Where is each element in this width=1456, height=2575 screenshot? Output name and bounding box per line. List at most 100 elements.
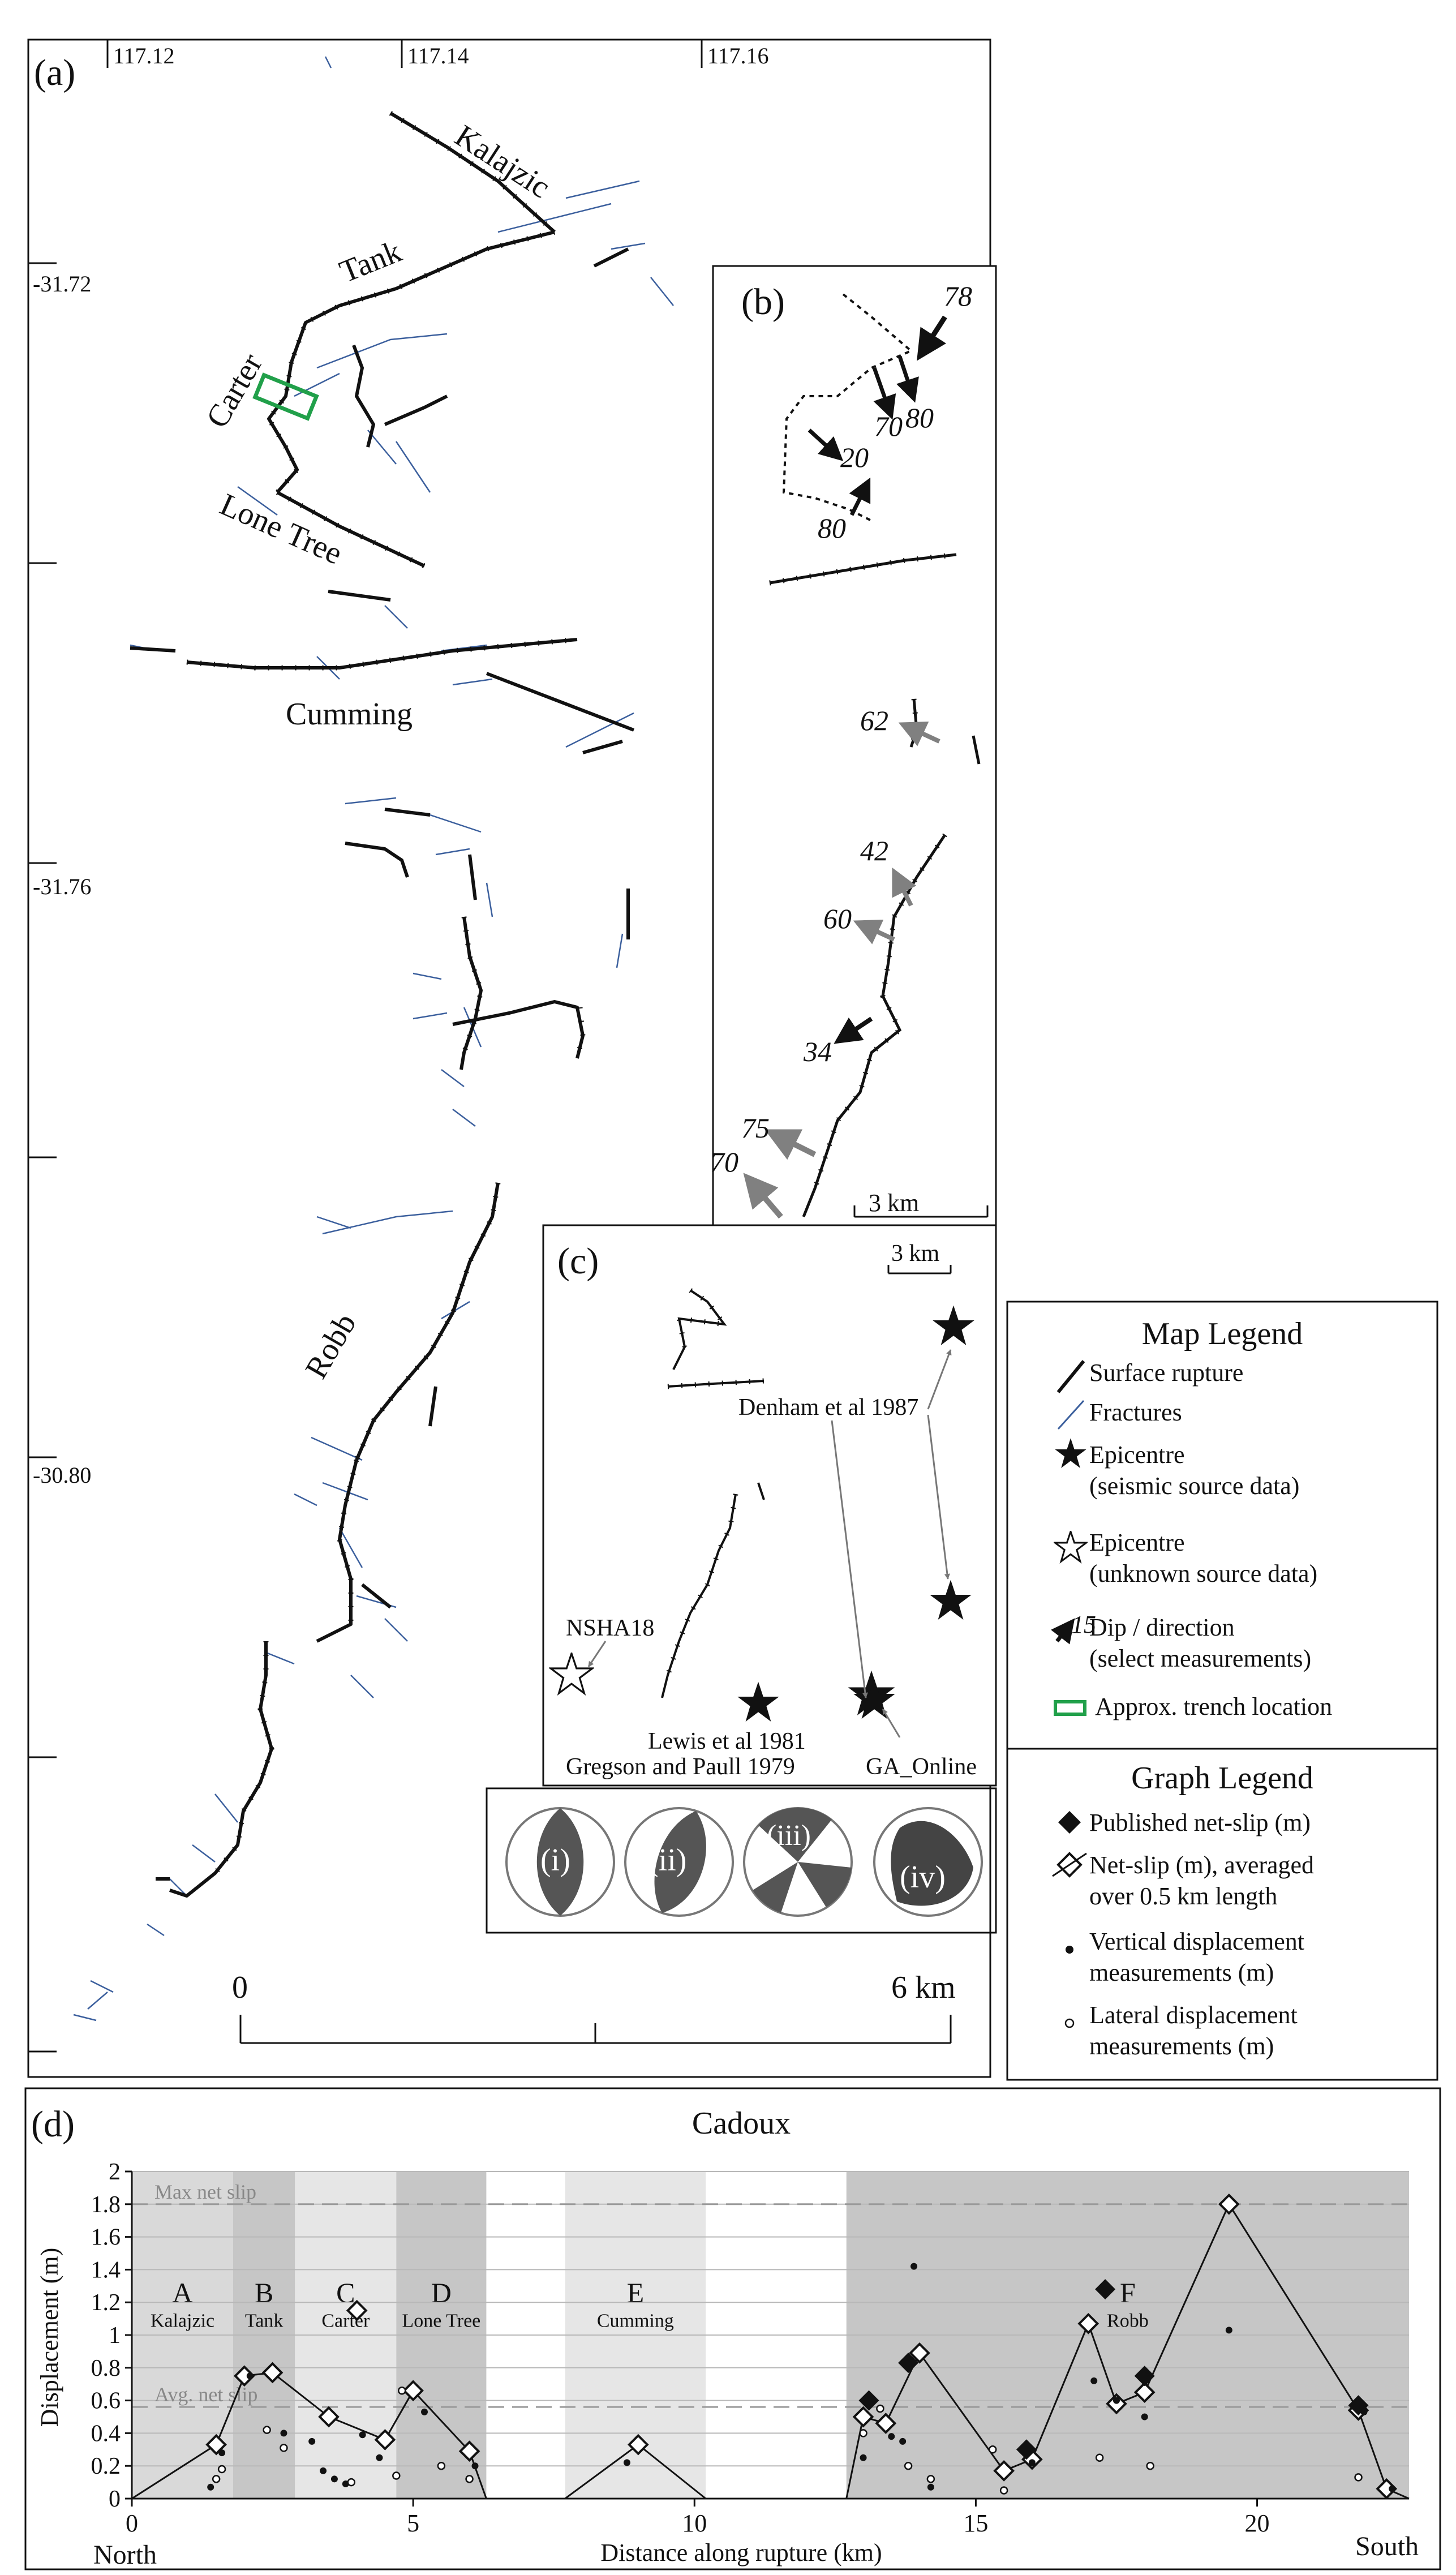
beachball-label: (iii) (767, 1819, 811, 1852)
legend-label: Epicentre (1089, 1441, 1185, 1469)
scale-start-label: 0 (232, 1970, 248, 2005)
dip-label: 60 (823, 903, 852, 934)
lateral-displacement-point (1095, 2453, 1104, 2462)
lateral-displacement-point (1146, 2461, 1154, 2470)
panel-b-dip-labels: 78 70 80 20 80 62 42 60 34 75 70 (710, 280, 972, 1178)
panel-c-label: (c) (557, 1241, 599, 1282)
segment-letter: A (172, 2277, 192, 2308)
lateral-displacement-point (280, 2444, 288, 2452)
segment-letter: D (431, 2277, 452, 2308)
beachball-iv: (iv) (873, 1807, 983, 1917)
panel-c-pointers (587, 1349, 952, 1738)
panel-d-label: (d) (31, 2104, 75, 2145)
legend-icon-trench (1054, 1700, 1086, 1716)
beachball-i: (i) (505, 1807, 615, 1917)
max-net-slip-label: Max net slip (154, 2181, 256, 2203)
net-slip-marker (318, 2406, 340, 2428)
source-label: Lewis et al 1981 (648, 1728, 806, 1754)
dip-label: 70 (710, 1146, 738, 1178)
vertical-displacement-point (359, 2431, 366, 2439)
legend-label: Fractures (1089, 1398, 1182, 1426)
net-slip-marker (852, 2406, 874, 2428)
vertical-displacement-point (1141, 2413, 1148, 2420)
legend-label: Vertical displacement (1089, 1928, 1304, 1955)
y-tick-label: 0.2 (91, 2453, 121, 2479)
lateral-displacement-point (392, 2471, 401, 2480)
south-label: South (1355, 2531, 1419, 2561)
lateral-displacement-point (904, 2461, 913, 2470)
lateral-displacement-point (212, 2475, 221, 2483)
net-slip-marker (205, 2434, 227, 2456)
x-axis-label: Distance along rupture (km) (600, 2539, 882, 2567)
y-axis-label: Displacement (m) (36, 2248, 63, 2427)
lateral-displacement-point (217, 2465, 226, 2474)
vertical-displacement-point (1389, 2485, 1396, 2492)
legend-label: Dip / direction (1089, 1613, 1235, 1641)
scale-end-label: 6 km (891, 1970, 956, 2005)
beachball-frame (486, 1787, 997, 1934)
dip-label: 62 (860, 705, 888, 736)
segment-letter: E (627, 2277, 645, 2308)
dip-label: 80 (905, 402, 934, 434)
net-slip-marker (402, 2380, 424, 2402)
dip-arrow (764, 1129, 817, 1160)
legend-dip-number: 15 (1071, 1611, 1096, 1638)
fault-name-label: Lone Tree (215, 487, 347, 572)
published-net-slip-marker (858, 2390, 879, 2411)
lateral-displacement-point (398, 2387, 406, 2395)
legend-icon-star-filled (1055, 1438, 1086, 1468)
vertical-displacement-point (860, 2454, 867, 2461)
panel-c-ruptures (661, 1288, 765, 1698)
legend-label: Surface rupture (1089, 1359, 1243, 1387)
dip-label: 34 (803, 1036, 832, 1067)
x-tick-label: 0 (126, 2509, 138, 2537)
lat-tick-label: -30.80 (33, 1462, 91, 1488)
panel-d-chart: (d) Cadoux Displacement (m) Distance alo… (24, 2087, 1441, 2570)
net-slip-marker (374, 2429, 396, 2450)
lon-tick-label: 117.14 (407, 43, 469, 68)
legend-sublabel: (select measurements) (1089, 1645, 1311, 1672)
lateral-displacement-point (263, 2426, 271, 2434)
dip-arrow (743, 1173, 783, 1219)
vertical-displacement-point (330, 2475, 338, 2483)
dip-arrow (834, 1016, 873, 1044)
y-tick-label: 1.2 (91, 2290, 121, 2316)
legend-sublabel: measurements (m) (1089, 1959, 1274, 1986)
dip-arrow (896, 355, 919, 403)
dip-arrow (849, 477, 871, 516)
legend-label: Published net-slip (m) (1089, 1809, 1311, 1836)
dip-label: 42 (860, 835, 888, 866)
net-slip-marker (261, 2362, 284, 2384)
panel-c-frame (542, 1224, 997, 1787)
panel-b-dip-arrows (743, 315, 947, 1219)
legend-label: Approx. trench location (1095, 1693, 1332, 1720)
trench-location-marker (252, 372, 319, 421)
segment-name: Robb (1107, 2311, 1149, 2332)
fault-name-label: Kalajzic (449, 118, 556, 205)
y-tick-label: 1.6 (91, 2225, 121, 2251)
fault-name-label: Cumming (286, 697, 413, 732)
legend-icon-fracture (1057, 1400, 1085, 1430)
source-label: GA_Online (866, 1754, 977, 1780)
source-label: Denham et al 1987 (738, 1394, 918, 1420)
vertical-displacement-point (927, 2483, 934, 2491)
y-tick-label: 1.8 (91, 2192, 121, 2218)
dip-arrow (872, 367, 896, 420)
y-tick-label: 0 (109, 2486, 121, 2512)
y-tick-label: 1.4 (91, 2257, 121, 2283)
y-tick-label: 0.4 (91, 2420, 121, 2447)
vertical-displacement-point (899, 2437, 907, 2445)
legend-icon-diamond-filled (1058, 1811, 1081, 1834)
beachball-ii: (ii) (624, 1807, 734, 1917)
published-net-slip-marker (1095, 2279, 1116, 2300)
lateral-displacement-point (876, 2404, 884, 2413)
vertical-displacement-point (218, 2449, 226, 2457)
dip-arrow (917, 315, 947, 361)
lat-tick-label: -31.76 (33, 874, 91, 899)
north-label: North (93, 2540, 157, 2570)
segment-letter: F (1120, 2277, 1136, 2308)
vertical-displacement-point (1360, 2408, 1368, 2415)
lateral-displacement-point (437, 2461, 446, 2470)
panel-a-label: (a) (34, 52, 75, 93)
